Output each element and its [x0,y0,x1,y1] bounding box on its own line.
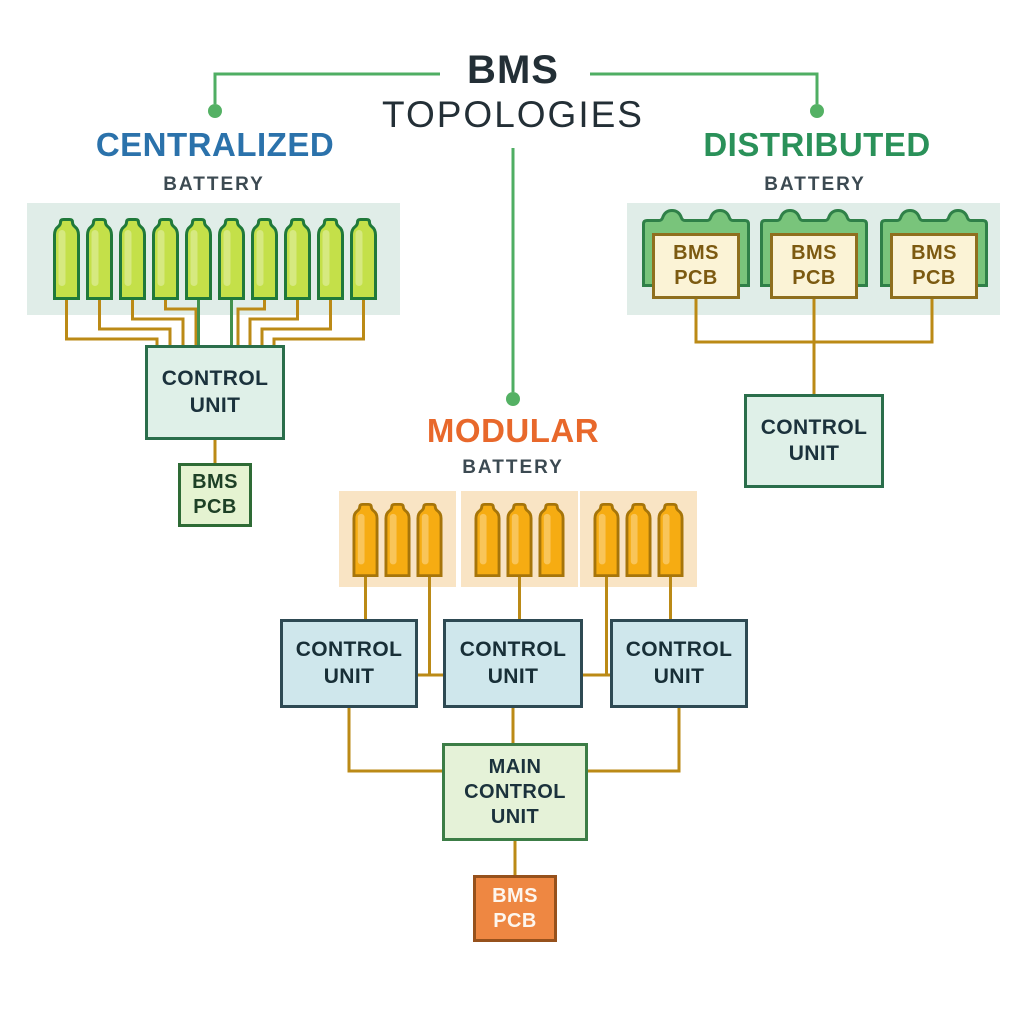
battery-cell [86,218,113,300]
battery-cell [317,218,344,300]
battery-cell [119,218,146,300]
modular-battery-cells [352,503,684,577]
centralized-node-dot [208,104,222,118]
battery-cell [538,503,565,577]
heading-distributed: DISTRIBUTED [703,126,931,163]
distributed-bms-pcb-2: BMS PCB [770,233,858,299]
centralized-battery-cells [53,218,377,300]
battery-cell [416,503,443,577]
modular-control-unit-2: CONTROL UNIT [443,619,583,708]
battery-cell [657,503,684,577]
diagram-title: BMS TOPOLOGIES [382,50,644,133]
battery-cell [384,503,411,577]
title-sub: TOPOLOGIES [382,94,644,135]
battery-cell [593,503,620,577]
modular-main-control-unit: MAIN CONTROL UNIT [442,743,588,841]
title-connector-lines [208,72,824,406]
battery-cell [352,503,379,577]
battery-cell [53,218,80,300]
modular-battery-label: BATTERY [462,457,564,478]
distributed-bus-wires [694,299,934,394]
distributed-node-dot [810,104,824,118]
battery-cell [284,218,311,300]
centralized-battery-label: BATTERY [163,174,265,195]
modular-control-unit-1: CONTROL UNIT [280,619,418,708]
battery-cell [218,218,245,300]
centralized-cell-wires [65,300,365,463]
battery-cell [474,503,501,577]
battery-cell [152,218,179,300]
heading-centralized: CENTRALIZED [95,126,335,163]
battery-cell [251,218,278,300]
battery-cell [185,218,212,300]
distributed-bms-pcb-3: BMS PCB [890,233,978,299]
distributed-bms-pcb-1: BMS PCB [652,233,740,299]
modular-control-unit-3: CONTROL UNIT [610,619,748,708]
heading-modular: MODULAR [426,412,600,449]
modular-bms-pcb: BMS PCB [473,875,557,942]
distributed-battery-label: BATTERY [764,174,866,195]
distributed-control-unit: CONTROL UNIT [744,394,884,488]
battery-cell [625,503,652,577]
modular-wires [347,577,681,875]
battery-cell [350,218,377,300]
centralized-bms-pcb: BMS PCB [178,463,252,527]
centralized-control-unit: CONTROL UNIT [145,345,285,440]
modular-node-dot [506,392,520,406]
title-main: BMS [467,48,559,92]
battery-cell [506,503,533,577]
